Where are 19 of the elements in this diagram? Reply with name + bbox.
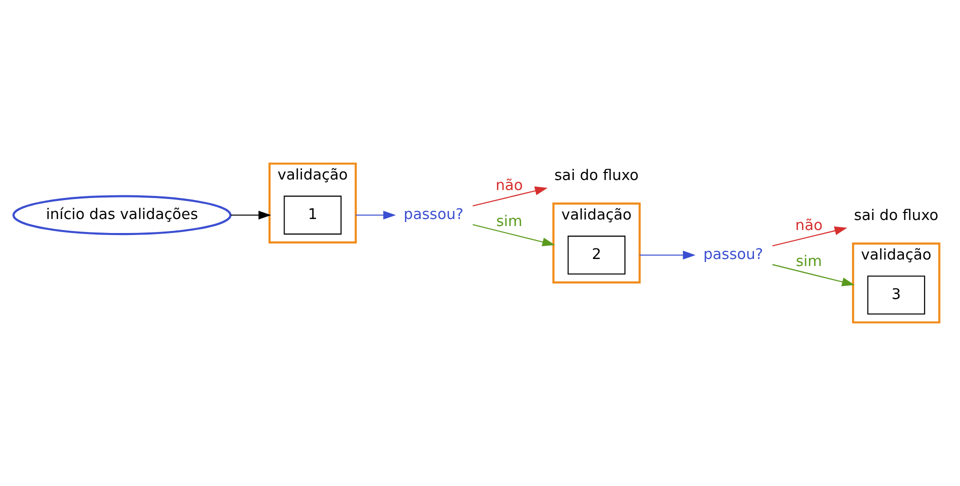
edge-label: sim [496, 212, 522, 230]
arrow [640, 250, 696, 260]
edge-label: não [795, 217, 823, 234]
arrow [356, 210, 396, 220]
node-text: sai do fluxo [554, 167, 639, 184]
arrow [472, 186, 548, 206]
arrow [230, 210, 272, 220]
edge-label: sim [796, 252, 822, 270]
node-box: 3 [867, 276, 926, 314]
node-box: 1 [284, 196, 342, 235]
node-box: 2 [568, 236, 626, 275]
arrow [772, 226, 848, 246]
arrow [472, 224, 555, 246]
node-text: passou? [404, 206, 464, 224]
node-text: passou? [703, 246, 764, 263]
arrow [772, 264, 855, 286]
edge-label: não [496, 177, 523, 194]
node-ellipse: início das validações [12, 195, 232, 236]
node-text: sai do fluxo [854, 207, 938, 224]
